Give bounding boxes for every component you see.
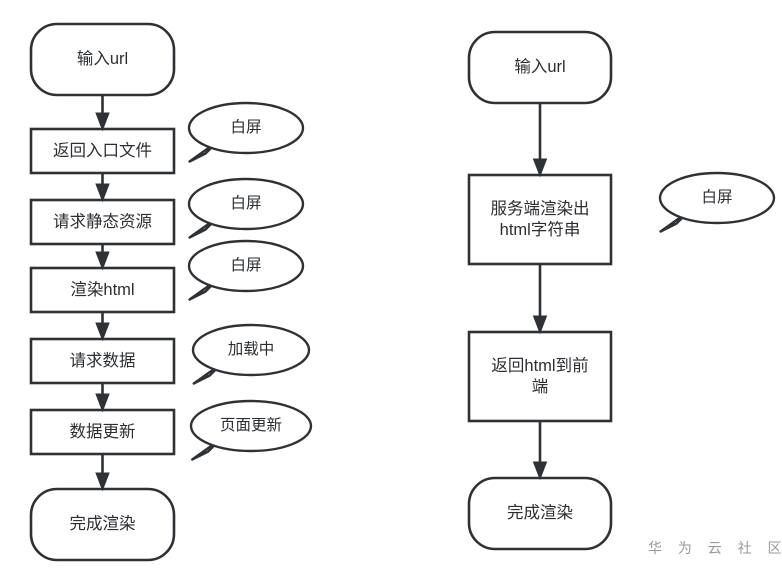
node-ssr-2[interactable] bbox=[467, 173, 613, 266]
watermark: 华 为 云 社 区 bbox=[648, 540, 782, 556]
edge-arrow-csr-5-to-csr-6 bbox=[95, 393, 110, 413]
flow-client-side-rendering bbox=[29, 22, 313, 562]
edge-arrow-ssr-3-to-ssr-4 bbox=[532, 461, 548, 481]
node-csr-6[interactable] bbox=[29, 408, 176, 456]
edge-arrow-csr-2-to-csr-3 bbox=[95, 183, 110, 203]
edge-arrow-csr-6-to-csr-7 bbox=[95, 472, 110, 492]
edge-arrow-csr-3-to-csr-4 bbox=[95, 251, 110, 271]
bubble-csr-b2[interactable] bbox=[187, 177, 305, 231]
bubble-csr-b3[interactable] bbox=[187, 239, 305, 293]
bubble-csr-b4[interactable] bbox=[191, 323, 311, 377]
node-csr-3[interactable] bbox=[29, 198, 176, 246]
node-csr-2[interactable] bbox=[29, 127, 176, 175]
node-csr-5[interactable] bbox=[29, 337, 176, 385]
edge-arrow-ssr-2-to-ssr-3 bbox=[532, 315, 548, 335]
node-ssr-3[interactable] bbox=[467, 330, 613, 423]
node-csr-4[interactable] bbox=[29, 266, 176, 314]
node-ssr-4[interactable] bbox=[467, 476, 613, 551]
node-csr-1[interactable] bbox=[29, 22, 176, 97]
edge-arrow-csr-4-to-csr-5 bbox=[95, 322, 110, 342]
flow-server-side-rendering bbox=[467, 30, 776, 551]
bubble-csr-b1[interactable] bbox=[187, 101, 305, 155]
edge-arrow-ssr-1-to-ssr-2 bbox=[532, 158, 548, 178]
bubble-csr-b5[interactable] bbox=[189, 399, 313, 453]
node-ssr-1[interactable] bbox=[467, 30, 613, 105]
bubble-ssr-b1[interactable] bbox=[658, 171, 776, 225]
node-csr-7[interactable] bbox=[29, 487, 176, 562]
edge-arrow-csr-1-to-csr-2 bbox=[95, 112, 110, 132]
